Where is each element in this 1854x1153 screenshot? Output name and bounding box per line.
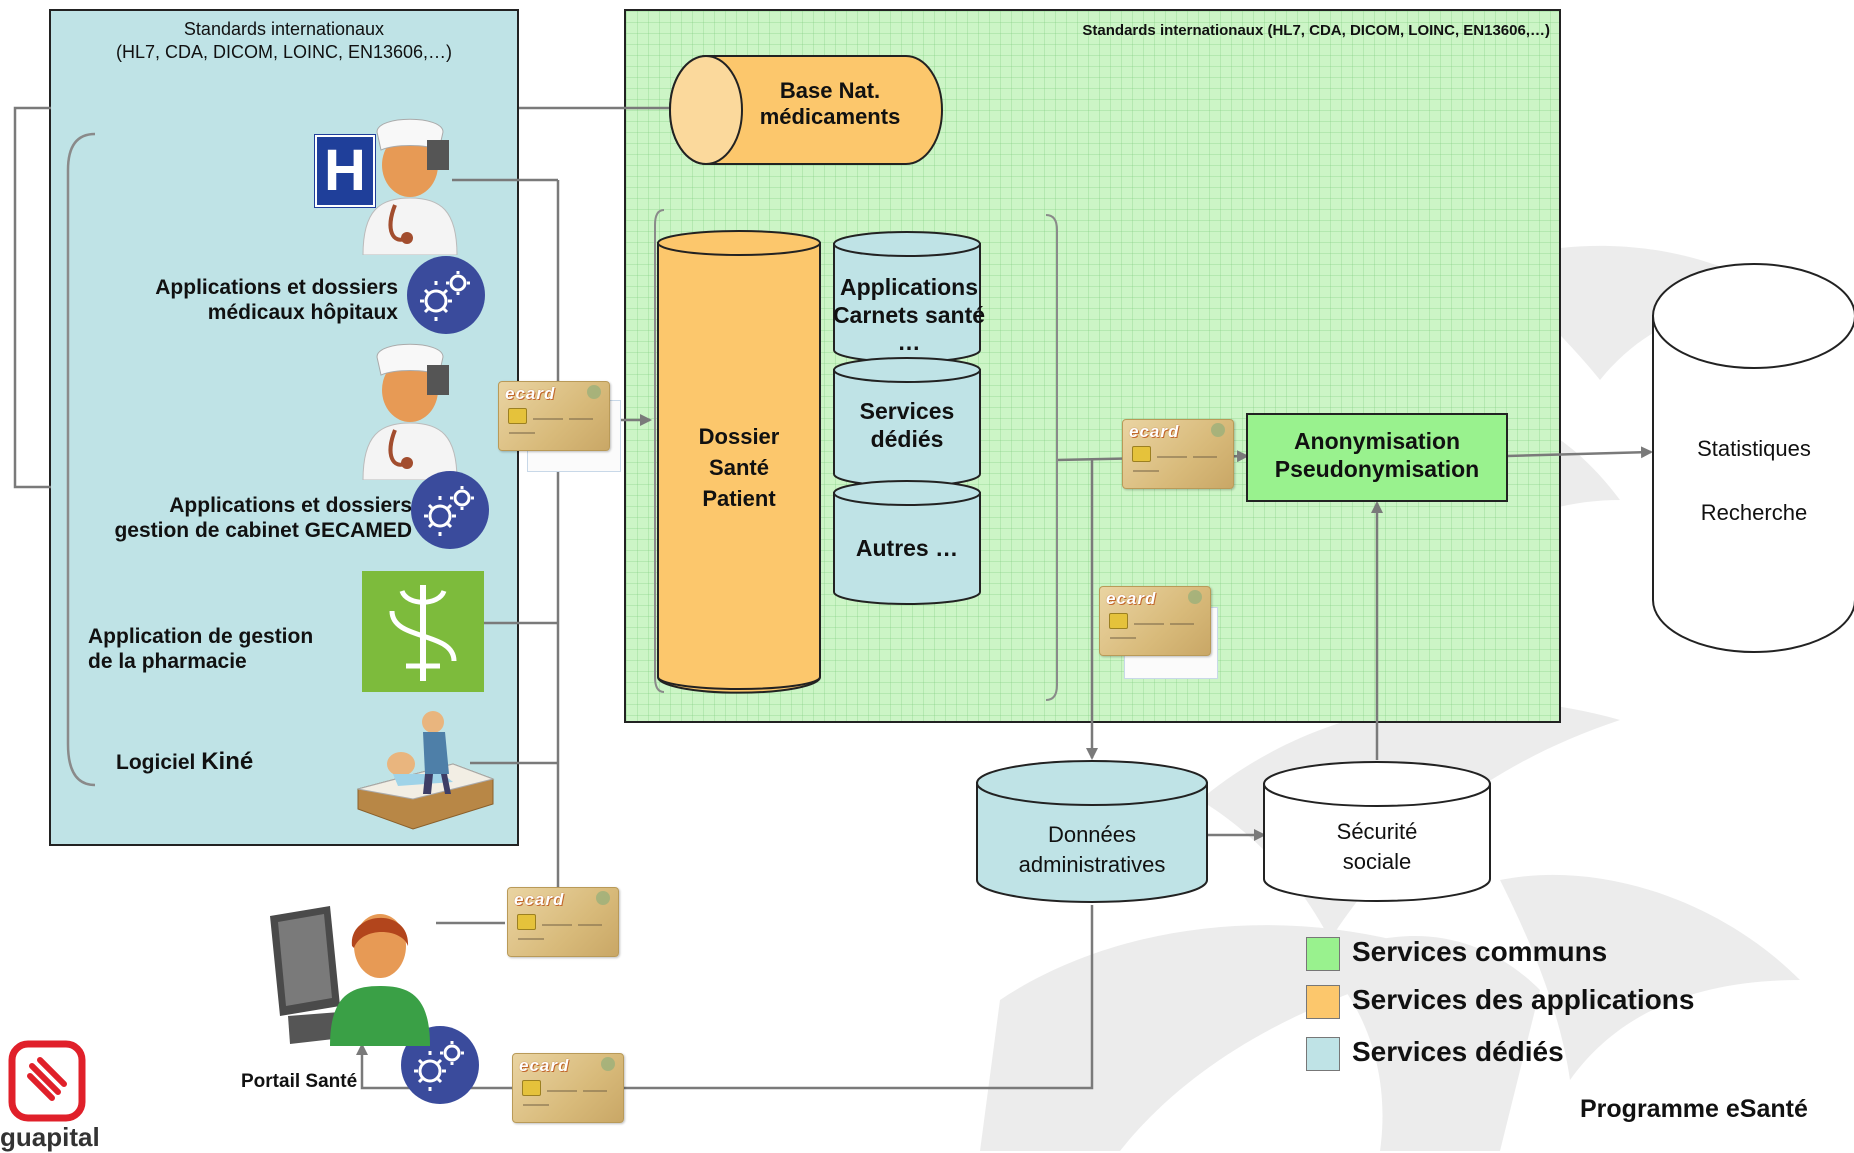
legend-label-services-communs: Services communs xyxy=(1352,936,1608,967)
company-logo-icon xyxy=(8,1040,86,1122)
anonymisation-line1: Anonymisation xyxy=(1293,428,1461,454)
link-donnees-portal xyxy=(356,905,1094,1090)
base-nat-line2: médicaments xyxy=(759,104,901,130)
hospital-apps-label: Applications et dossiers médicaux hôpita… xyxy=(90,275,398,325)
ecard-card: ecard xyxy=(507,887,619,957)
dossier-line2: Santé xyxy=(709,454,769,480)
donnees-line1: Données xyxy=(1047,822,1137,847)
applications-line2: Carnets santé … xyxy=(832,301,986,356)
ecard-chip-icon xyxy=(522,1080,541,1096)
recherche-label: Recherche xyxy=(1700,500,1808,525)
anonymisation-box xyxy=(1246,413,1508,502)
pharmacy-app-line1: Application de gestion xyxy=(88,625,314,648)
ecard-logo-text: ecard xyxy=(1106,589,1157,608)
securite-line2: sociale xyxy=(1342,848,1412,874)
autres-cylinder xyxy=(833,480,981,605)
center-bracket-right xyxy=(1045,214,1058,701)
gecamed-apps-label: Applications et dossiers gestion de cabi… xyxy=(60,493,412,543)
ecard-logo-text: ecard xyxy=(514,890,565,909)
donnees-cylinder xyxy=(976,760,1208,903)
gear-icon xyxy=(407,256,485,334)
pharmacy-app-line2: de la pharmacie xyxy=(88,650,247,674)
anonymisation-line2: Pseudonymisation xyxy=(1274,455,1480,482)
base-nat-cylinder xyxy=(669,55,943,165)
left-panel-title-line2: (HL7, CDA, DICOM, LOINC, EN13606,…) xyxy=(115,42,453,63)
dossier-label: Dossier Santé Patient xyxy=(658,422,820,514)
applications-label: Applications Carnets santé … xyxy=(824,274,994,357)
dossier-line1: Dossier xyxy=(698,424,780,449)
kine-label: Logiciel Kiné xyxy=(116,748,316,777)
doctor-icon xyxy=(362,343,458,480)
gecamed-apps-line2: gestion de cabinet GECAMED xyxy=(114,519,412,543)
base-nat-line1: Base Nat. xyxy=(779,78,881,103)
donnees-line2: administratives xyxy=(1018,851,1166,877)
pharmacy-app-label: Application de gestion de la pharmacie xyxy=(88,624,358,674)
legend-swatch-services-applications xyxy=(1306,985,1340,1019)
ecard-chip-icon xyxy=(1132,446,1151,462)
ecard-card: ecard xyxy=(1122,419,1234,489)
company-logo-text: guapital xyxy=(0,1122,100,1152)
user-computer-icon xyxy=(270,906,430,1046)
gear-icon xyxy=(411,471,489,549)
left-panel-title-line1: Standards internationaux xyxy=(183,19,385,39)
securite-line1: Sécurité xyxy=(1336,819,1418,844)
physiotherapy-icon xyxy=(357,711,495,830)
ecard-seal-icon xyxy=(596,891,610,905)
donnees-label: Données administratives xyxy=(977,820,1207,879)
ecard-chip-icon xyxy=(517,914,536,930)
base-nat-label: Base Nat. médicaments xyxy=(740,78,920,131)
program-title: Programme eSanté xyxy=(1580,1095,1808,1123)
ecard-seal-icon xyxy=(1211,423,1225,437)
left-bracket xyxy=(66,132,96,787)
legend-label-services-applications: Services des applications xyxy=(1352,984,1695,1015)
services-line2: dédiés xyxy=(870,425,944,452)
dossier-line3: Patient xyxy=(702,485,776,511)
ecard-card: ecard xyxy=(498,381,610,451)
hospital-apps-line2: médicaux hôpitaux xyxy=(207,301,398,325)
ecard-logo-text: ecard xyxy=(1129,422,1180,441)
ecard-card: ecard xyxy=(1099,586,1211,656)
dossier-cylinder xyxy=(657,230,821,694)
anonymisation-label: Anonymisation Pseudonymisation xyxy=(1247,428,1507,483)
ecard-logo-text: ecard xyxy=(505,384,556,403)
center-panel-title: Standards internationaux (HL7, CDA, DICO… xyxy=(1082,22,1550,39)
statistiques-cylinder xyxy=(1652,263,1854,653)
statistiques-label: Statistiques xyxy=(1697,436,1811,461)
link-anonymisation-stats xyxy=(1506,446,1653,459)
hospital-sign-letter: H xyxy=(324,138,366,203)
ecard-seal-icon xyxy=(587,385,601,399)
ecard-chip-icon xyxy=(508,408,527,424)
doctor-icon xyxy=(362,118,458,255)
services-line1: Services xyxy=(859,398,955,424)
applications-line1: Applications xyxy=(839,274,978,300)
hospital-sign-icon: H xyxy=(314,134,376,208)
kine-prefix: Logiciel xyxy=(116,751,202,774)
gecamed-apps-line1: Applications et dossiers xyxy=(169,494,412,517)
legend-label-services-dedies: Services dédiés xyxy=(1352,1036,1564,1067)
ecard-seal-icon xyxy=(601,1057,615,1071)
hospital-apps-line1: Applications et dossiers xyxy=(155,276,398,299)
pharmacy-icon xyxy=(362,571,484,692)
applications-cylinder xyxy=(833,231,981,363)
autres-label: Autres … xyxy=(855,535,959,561)
left-panel-title: Standards internationaux (HL7, CDA, DICO… xyxy=(49,18,519,64)
securite-label: Sécurité sociale xyxy=(1264,817,1490,876)
kine-word: Kiné xyxy=(201,748,254,775)
portal-label: Portail Santé xyxy=(241,1071,358,1092)
legend-swatch-services-dedies xyxy=(1306,1037,1340,1071)
center-bracket-left xyxy=(654,209,665,693)
ecard-logo-text: ecard xyxy=(519,1056,570,1075)
ecard-chip-icon xyxy=(1109,613,1128,629)
outer-bracket-line xyxy=(13,106,51,489)
ecard-card: ecard xyxy=(512,1053,624,1123)
securite-cylinder xyxy=(1263,761,1491,902)
services-dedies-label: Services dédiés xyxy=(834,398,980,453)
ecard-seal-icon xyxy=(1188,590,1202,604)
legend-swatch-services-communs xyxy=(1306,937,1340,971)
